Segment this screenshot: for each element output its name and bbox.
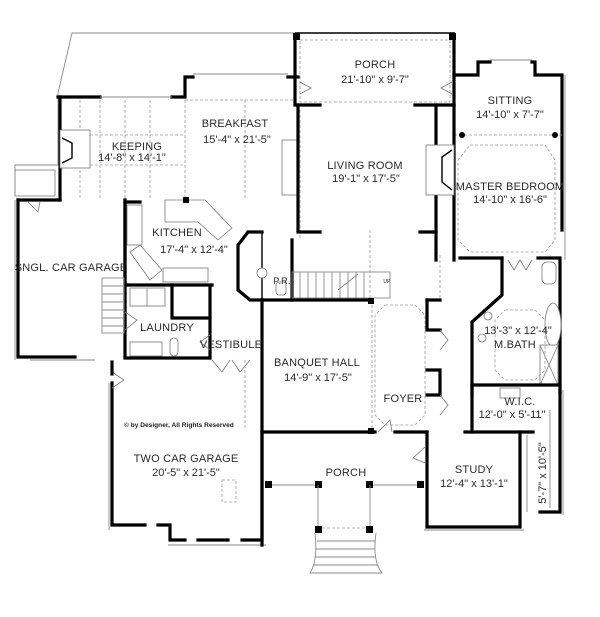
label-study: STUDY bbox=[455, 464, 494, 476]
copyright-notice: © by Designer, All Rights Reserved bbox=[124, 421, 234, 429]
dims-breakfast: 15'-4" x 21'-5" bbox=[203, 134, 271, 146]
label-wic: W.I.C. bbox=[504, 396, 535, 408]
label-banquet-hall: BANQUET HALL bbox=[274, 357, 360, 369]
label-kitchen: KITCHEN bbox=[152, 227, 202, 239]
dims-wic: 12'-0" x 5'-11" bbox=[479, 409, 546, 421]
powder-stair bbox=[236, 230, 391, 304]
exterior-outline bbox=[14, 32, 295, 197]
label-master-bath: M.BATH bbox=[494, 339, 536, 351]
dims-two-car-garage: 20'-5" x 21'-5" bbox=[152, 467, 220, 479]
label-powder-room: P.R. bbox=[273, 276, 290, 286]
laundry-vestibule bbox=[123, 283, 264, 432]
dims-rear-porch: 21'-10" x 9'-7" bbox=[341, 74, 409, 86]
dims-study: 12'-4" x 13'-1" bbox=[440, 478, 508, 490]
kitchen bbox=[123, 197, 233, 332]
label-laundry: LAUNDRY bbox=[140, 322, 194, 334]
dims-banquet-hall: 14'-9" x 17'-5" bbox=[284, 372, 352, 384]
room-labels: PORCH 21'-10" x 9'-7" SITTING 14'-10" x … bbox=[15, 59, 565, 504]
label-front-porch: PORCH bbox=[326, 467, 367, 479]
label-breakfast: BREAKFAST bbox=[202, 118, 269, 130]
dims-sitting: 14'-10" x 7'-7" bbox=[476, 109, 544, 121]
label-vestibule: VESTIBULE bbox=[200, 339, 262, 351]
label-foyer: FOYER bbox=[384, 393, 423, 405]
dims-master-bedroom: 14'-10" x 16'-6" bbox=[473, 194, 547, 206]
dims-side-closet: 5'-7" x 10'-5" bbox=[537, 442, 549, 504]
front-porch bbox=[260, 430, 426, 574]
banquet-foyer bbox=[260, 298, 449, 434]
label-living-room: LIVING ROOM bbox=[327, 160, 403, 172]
label-two-car-garage: TWO CAR GARAGE bbox=[134, 453, 239, 465]
label-sitting: SITTING bbox=[488, 95, 533, 107]
dims-kitchen: 17'-4" x 12'-4" bbox=[160, 244, 228, 256]
staircase bbox=[291, 271, 391, 299]
label-keeping: KEEPING bbox=[112, 141, 162, 153]
garage-steps bbox=[101, 277, 125, 334]
front-steps bbox=[309, 532, 383, 574]
stair-up-label: UP bbox=[383, 279, 391, 285]
master-bath-wic bbox=[458, 256, 562, 434]
label-single-garage: SNGL. CAR GARAGE bbox=[15, 262, 128, 274]
sitting-master bbox=[425, 59, 566, 262]
dims-master-bath: 13'-3" x 12'-4" bbox=[484, 325, 552, 337]
keeping-breakfast bbox=[56, 73, 300, 232]
rear-porch bbox=[293, 32, 456, 107]
dims-living-room: 19'-1" x 17'-5" bbox=[332, 173, 400, 185]
study bbox=[424, 388, 564, 531]
dims-keeping: 14'-8" x 14'-1" bbox=[98, 152, 166, 164]
label-master-bedroom: MASTER BEDROOM bbox=[456, 181, 565, 193]
label-rear-porch: PORCH bbox=[355, 59, 396, 71]
single-car-garage bbox=[14, 198, 127, 361]
living-room bbox=[296, 110, 441, 300]
